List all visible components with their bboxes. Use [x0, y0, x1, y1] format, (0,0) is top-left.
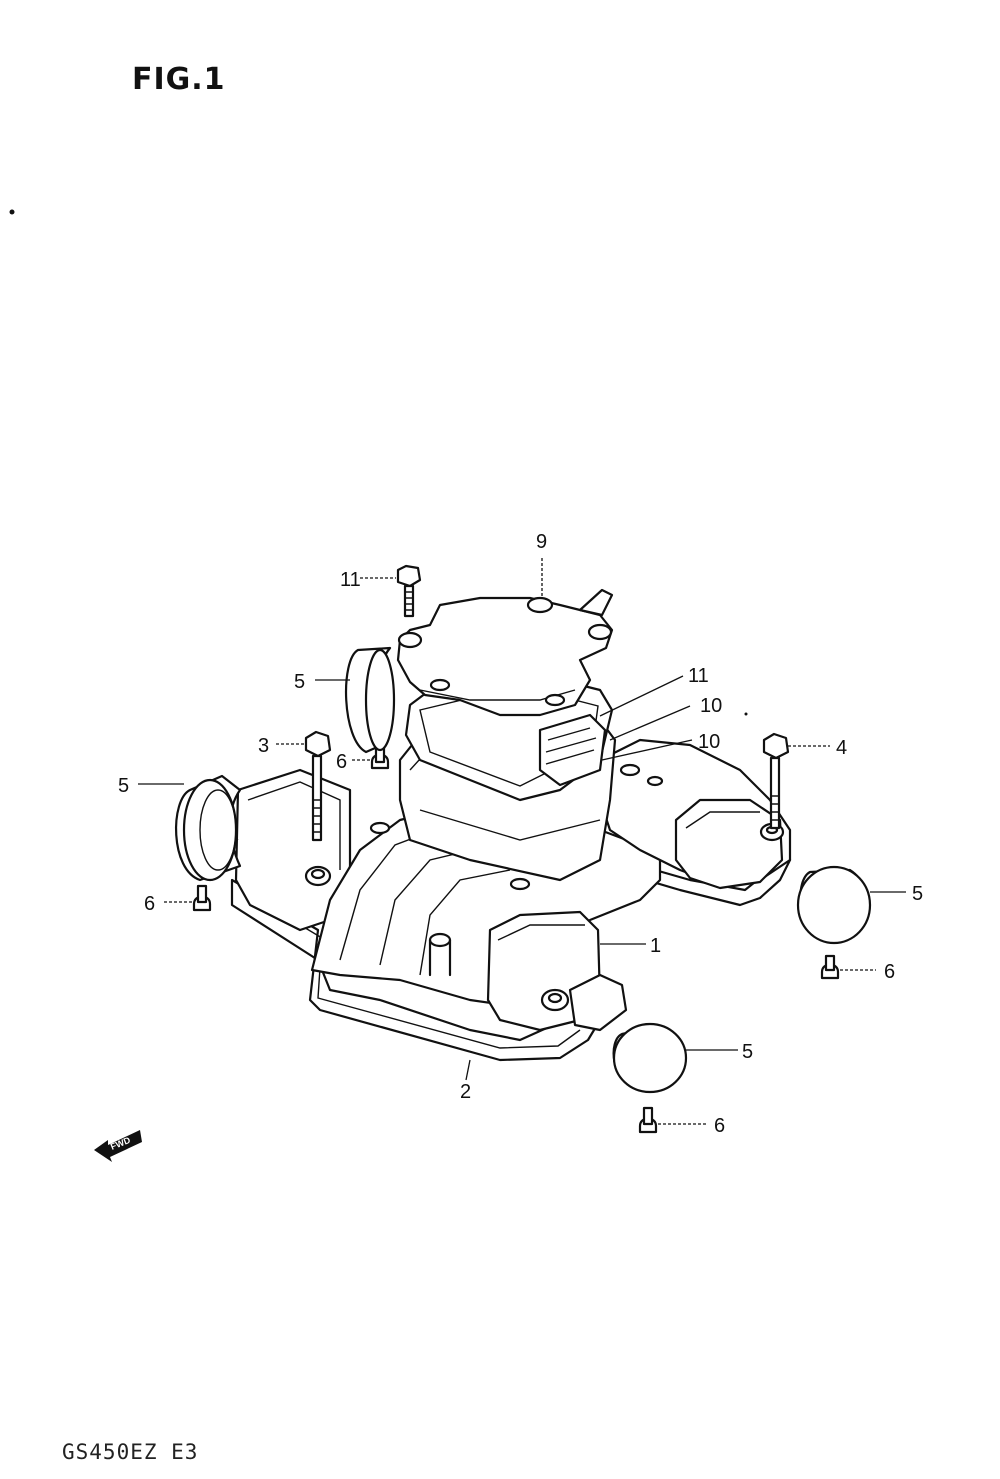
- callout-6-right: 6: [884, 961, 895, 983]
- callout-6-upper: 6: [336, 751, 347, 773]
- cap-part-5-upper-left: [344, 646, 396, 754]
- leader-lines: [138, 558, 906, 1125]
- screw-part-6-left: [192, 884, 212, 912]
- scan-speck: [9, 209, 15, 215]
- callout-4: 4: [836, 737, 847, 759]
- callout-6-bottom: 6: [714, 1115, 725, 1137]
- screw-part-6-right: [820, 954, 840, 980]
- callout-7: 9: [536, 531, 547, 553]
- callout-11: 11: [688, 665, 709, 687]
- callout-5-right: 5: [912, 883, 923, 905]
- forward-direction-arrow-icon: FWD: [94, 1130, 142, 1162]
- callout-2: 2: [460, 1081, 471, 1103]
- callout-8: 10: [700, 695, 722, 717]
- model-code-footer: GS450EZ E3: [62, 1440, 199, 1464]
- callout-9: 11: [340, 569, 361, 591]
- bolt-part-4: [762, 732, 790, 830]
- callout-5-left: 5: [118, 775, 129, 797]
- right-cover-body: [598, 738, 792, 890]
- callout-1: 1: [650, 935, 661, 957]
- bolt-part-3: [304, 730, 332, 842]
- cap-part-5-right: [796, 865, 872, 945]
- cap-part-5-left: [175, 774, 242, 882]
- callout-6-left: 6: [144, 893, 155, 915]
- callout-10: 10: [698, 731, 720, 753]
- screw-part-6-bottom: [638, 1106, 658, 1134]
- breather-cover-part-7: [396, 588, 614, 717]
- callout-5-bottom: 5: [742, 1041, 753, 1063]
- callout-3: 3: [258, 735, 269, 757]
- bolt-part-9: [396, 564, 422, 618]
- reed-valve-part-10: [538, 713, 607, 787]
- callout-5-upper-left: 5: [294, 671, 305, 693]
- cap-part-5-bottom: [612, 1022, 688, 1094]
- scan-speck: [744, 712, 748, 716]
- figure-title: FIG.1: [132, 62, 226, 97]
